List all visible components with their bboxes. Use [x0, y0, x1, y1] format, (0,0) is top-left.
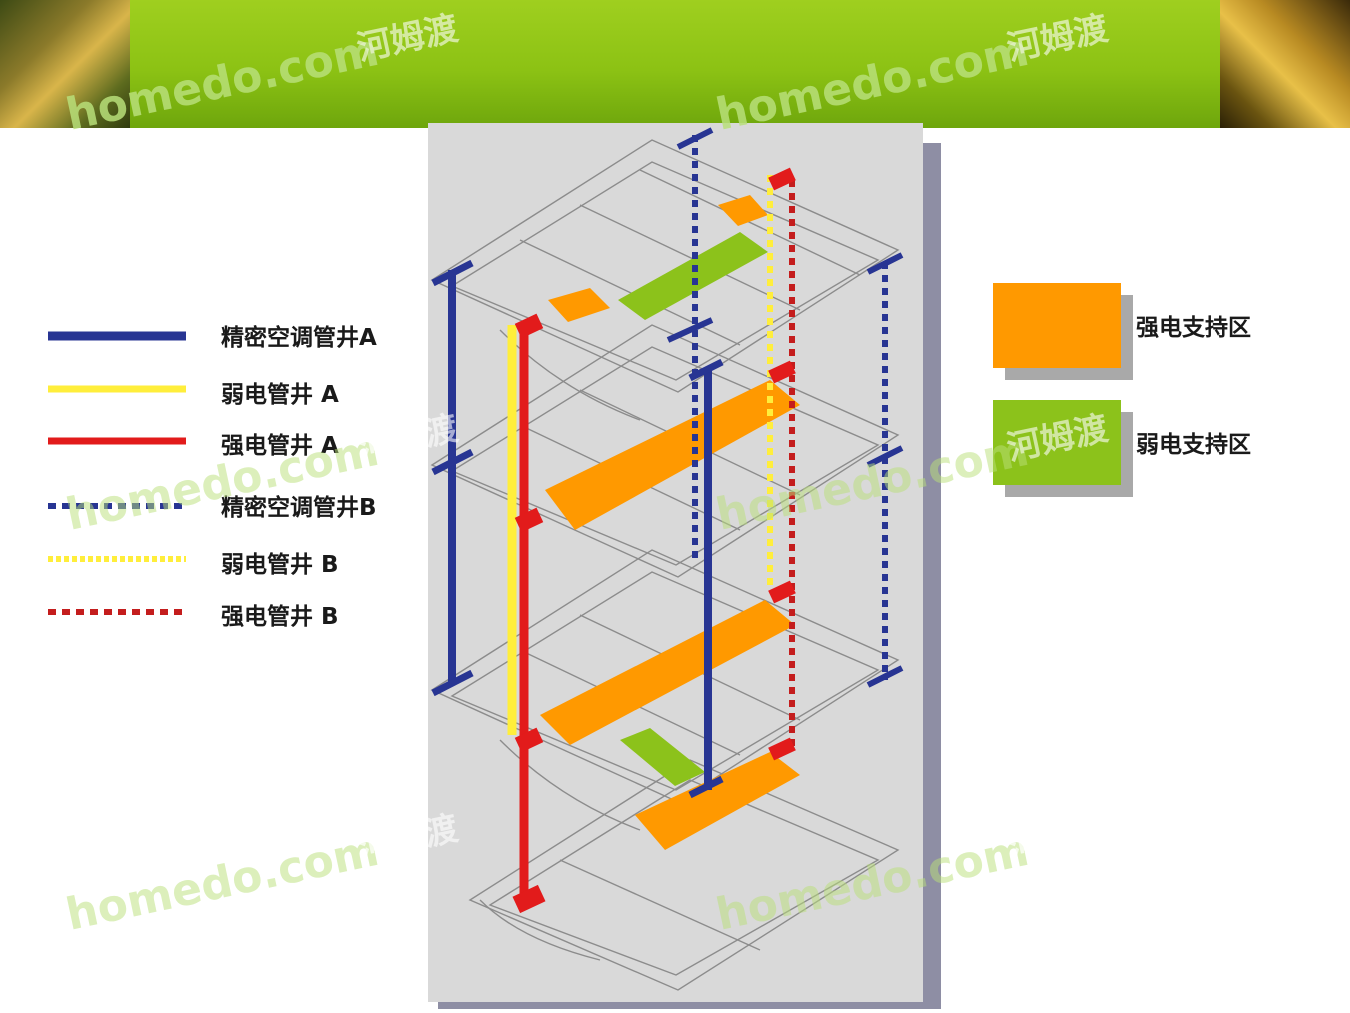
legend-lines: [48, 331, 186, 615]
legend-label-5: 强电管井 B: [221, 604, 339, 630]
zone-strong-3: [545, 380, 800, 530]
floor-plate-4: [430, 139, 900, 393]
shafts-a: [431, 259, 724, 914]
zone-weak-2: [620, 728, 705, 786]
zone-strong-4: [540, 600, 795, 745]
zone-weak-1: [618, 232, 768, 320]
zone-swatch-weak: [993, 400, 1121, 485]
zone-strong-5: [635, 752, 800, 850]
zone-label-weak: 弱电支持区: [1136, 432, 1251, 458]
legend-label-2: 强电管井 A: [221, 433, 339, 459]
legend-label-3: 精密空调管井B: [221, 495, 377, 521]
legend-label-0: 精密空调管井A: [221, 325, 377, 351]
zone-strong-1: [718, 195, 768, 226]
zone-swatch-strong: [993, 283, 1121, 368]
header-banner: [0, 0, 1350, 128]
zone-strong-2: [548, 288, 610, 322]
shafts-b: [666, 127, 904, 761]
legend-label-1: 弱电管井 A: [221, 382, 339, 408]
corner-image-left: [0, 0, 130, 128]
zone-label-strong: 强电支持区: [1136, 315, 1251, 341]
floor-plates: [430, 139, 900, 991]
legend-label-4: 弱电管井 B: [221, 552, 339, 578]
corner-image-right: [1220, 0, 1350, 128]
floor-plate-1: [468, 759, 900, 991]
zones: [540, 195, 800, 850]
